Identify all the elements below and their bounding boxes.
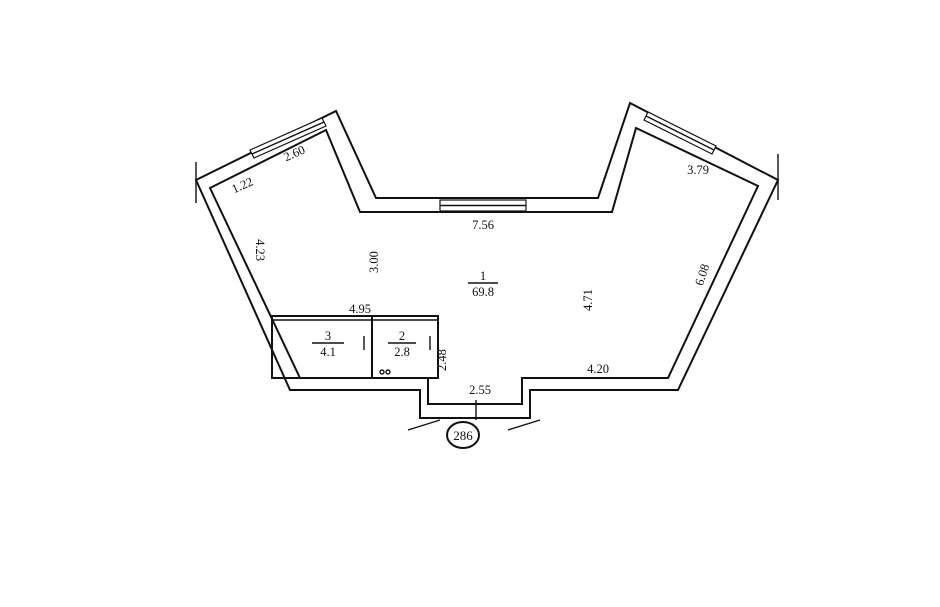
dim-top-center: 7.56 bbox=[472, 218, 494, 232]
dim-utility-height: 2.48 bbox=[435, 349, 449, 371]
fixture-symbol bbox=[379, 369, 385, 375]
room-2-area: 2.8 bbox=[394, 345, 410, 359]
room-2-number: 2 bbox=[399, 329, 405, 343]
inner-wall bbox=[208, 126, 760, 405]
fixture-symbol-2 bbox=[385, 369, 391, 375]
room-3-label: 3 4.1 bbox=[312, 329, 344, 359]
unit-tag: 286 bbox=[446, 421, 480, 449]
room-3-area: 4.1 bbox=[320, 345, 336, 359]
dim-center-height: 4.71 bbox=[581, 289, 595, 311]
window-top-right bbox=[643, 111, 717, 155]
wall-stub-bottom-right bbox=[507, 419, 541, 431]
window-top-center bbox=[439, 199, 527, 212]
room-1-number: 1 bbox=[480, 269, 486, 283]
room-1-area: 69.8 bbox=[472, 285, 494, 299]
dim-top-right-wall: 3.79 bbox=[687, 163, 709, 177]
dim-left-wall: 4.23 bbox=[253, 239, 267, 261]
dim-left-inner: 3.00 bbox=[367, 251, 381, 273]
wall-stub-bottom-left bbox=[407, 419, 441, 431]
outer-wall bbox=[194, 101, 780, 419]
room-3-number: 3 bbox=[325, 329, 331, 343]
unit-tag-number: 286 bbox=[453, 428, 473, 443]
dim-utility-top: 4.95 bbox=[349, 302, 371, 316]
dim-left-short: 1.22 bbox=[230, 175, 256, 197]
room-1-label: 1 69.8 bbox=[468, 269, 498, 299]
room-2-label: 2 2.8 bbox=[388, 329, 416, 359]
dim-entrance: 2.55 bbox=[469, 383, 491, 397]
dim-top-left-wall: 2.60 bbox=[282, 143, 308, 165]
room-2-outline bbox=[371, 315, 439, 379]
dim-right-wall: 6.08 bbox=[692, 262, 712, 287]
window-top-left bbox=[249, 117, 327, 159]
dim-bottom-right: 4.20 bbox=[587, 362, 609, 376]
